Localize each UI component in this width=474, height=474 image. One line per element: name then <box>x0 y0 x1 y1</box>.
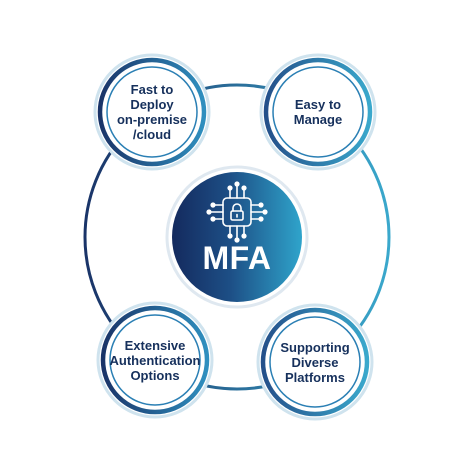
node-label-top-left: Fast to Deploy on-premise /cloud <box>102 72 202 152</box>
connector-ring <box>83 83 391 391</box>
node-label-line: /cloud <box>132 127 172 142</box>
node-label-bottom-left: Extensive Authentication Options <box>100 320 210 400</box>
node-label-bottom-right: Supporting Diverse Platforms <box>265 322 365 402</box>
node-label-line: Diverse <box>291 354 339 370</box>
node-label-line: Platforms <box>285 369 345 385</box>
node-label-line: Manage <box>293 112 343 127</box>
node-label-line: Supporting <box>280 339 350 355</box>
node-label-line: Deploy <box>130 97 174 112</box>
node-label-line: Easy to <box>294 97 342 112</box>
node-label-line: Fast to <box>130 82 174 97</box>
chip-lock-icon <box>206 181 268 243</box>
node-label-line: Authentication <box>109 352 201 368</box>
node-circle-bottom-right <box>256 303 374 421</box>
node-circle-bottom-left <box>96 301 214 419</box>
node-circle-top-left <box>93 53 211 171</box>
node-label-line: on-premise <box>116 112 188 127</box>
center-label: MFA <box>202 240 272 276</box>
node-label-top-right: Easy to Manage <box>268 72 368 152</box>
node-label-line: Extensive <box>124 337 186 353</box>
node-label-line: Options <box>130 367 180 383</box>
node-circle-top-right <box>259 53 377 171</box>
